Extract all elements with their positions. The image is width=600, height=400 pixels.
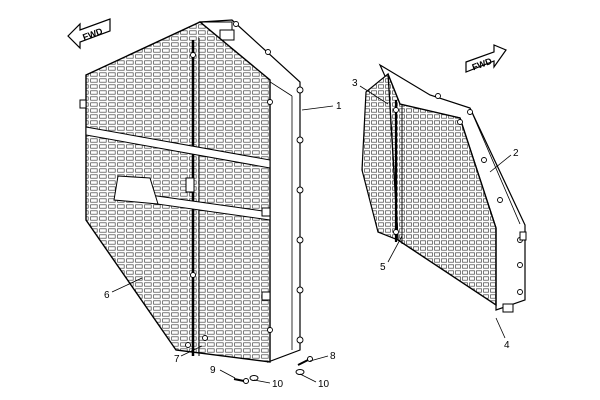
left-grille-assembly: [79, 19, 304, 363]
bolt-8: [297, 356, 313, 366]
leader-lines: [111, 85, 512, 384]
callout-4: 4: [504, 340, 510, 351]
callout-8: 8: [330, 351, 336, 362]
callout-5: 5: [380, 262, 386, 273]
callout-2: 2: [513, 148, 519, 159]
callout-1: 1: [336, 101, 342, 112]
right-screen-assembly: [361, 63, 527, 313]
fwd-arrow-right: FWD: [465, 44, 507, 73]
callout-3: 3: [352, 78, 358, 89]
fwd-arrow-icon: [465, 44, 507, 73]
grille-face: [85, 21, 271, 363]
fwd-label-right: FWD: [471, 56, 494, 73]
washer-10-right: [295, 369, 305, 375]
bolt-9: [233, 378, 249, 384]
callout-10-right: 10: [318, 379, 330, 390]
callout-7: 7: [174, 354, 180, 365]
fwd-arrow-left: FWD: [67, 18, 111, 50]
callout-10-left: 10: [272, 379, 284, 390]
callout-6: 6: [104, 290, 110, 301]
washer-10-left: [249, 375, 259, 381]
hardware: [233, 356, 313, 384]
callout-9: 9: [210, 365, 216, 376]
fwd-arrow-icon: [67, 18, 111, 50]
